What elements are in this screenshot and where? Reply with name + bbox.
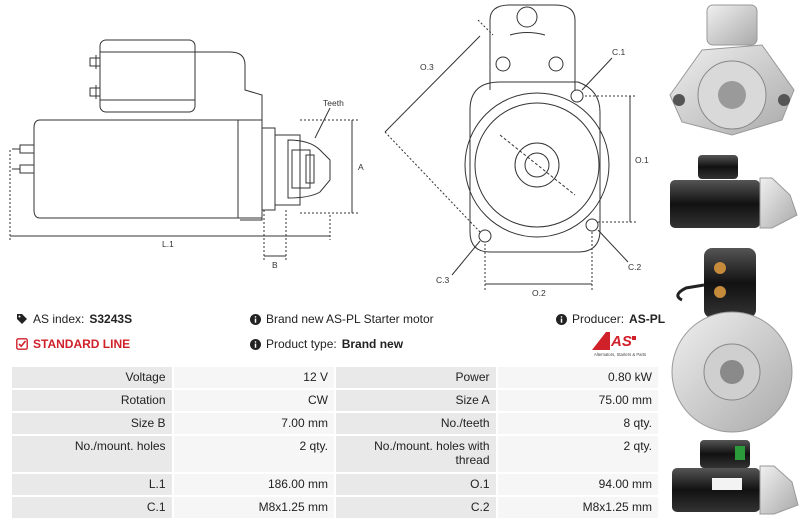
as-index-label: AS index: — [33, 312, 85, 326]
spec-label: No./mount. holes — [10, 434, 174, 474]
info-row-2: STANDARD LINE Product type: Brand new — [16, 337, 660, 355]
technical-drawing: Teeth A B L.1 O.1 O.2 O.3 C.1 C.2 C.3 — [9, 4, 649, 298]
spec-label: Size B — [10, 411, 174, 436]
description-text: Brand new AS-PL Starter motor — [266, 312, 434, 326]
spec-label: C.2 — [333, 495, 498, 520]
as-pl-logo: AS Alternators, Starters & Parts — [592, 332, 646, 357]
spec-label: Power — [333, 365, 498, 390]
label-o1: O.1 — [635, 155, 649, 165]
front-view — [384, 4, 636, 290]
logo-text: AS — [610, 333, 632, 350]
spec-value: 0.80 kW — [495, 365, 661, 390]
product-type-label: Product type: — [266, 337, 337, 351]
spec-label: Voltage — [10, 365, 174, 390]
description: Brand new AS-PL Starter motor — [250, 312, 434, 326]
info-icon — [250, 338, 261, 350]
standard-line: STANDARD LINE — [16, 337, 130, 351]
spec-label: O.1 — [333, 472, 498, 497]
spec-value: M8x1.25 mm — [495, 495, 661, 520]
info-icon — [556, 313, 567, 325]
label-o3: O.3 — [420, 62, 434, 72]
spec-value: 2 qty. — [495, 434, 661, 474]
label-c3: C.3 — [436, 275, 450, 285]
spec-value: 186.00 mm — [171, 472, 336, 497]
side-view — [9, 39, 360, 262]
producer-value: AS-PL — [629, 312, 666, 326]
label-o2: O.2 — [532, 288, 546, 298]
spec-value: 94.00 mm — [495, 472, 661, 497]
as-index: AS index: S3243S — [16, 312, 132, 326]
photo-front — [669, 4, 795, 136]
spec-value: M8x1.25 mm — [171, 495, 336, 520]
spec-label: No./teeth — [333, 411, 498, 436]
label-b: B — [272, 260, 278, 270]
photo-boxed — [672, 440, 799, 515]
spec-value: 7.00 mm — [171, 411, 336, 436]
spec-label: L.1 — [10, 472, 174, 497]
checkbox-icon — [16, 338, 28, 350]
as-index-value: S3243S — [89, 312, 133, 326]
spec-label: C.1 — [10, 495, 174, 520]
spec-value: 2 qty. — [171, 434, 336, 474]
photo-side — [670, 155, 798, 229]
label-c2: C.2 — [628, 262, 642, 272]
producer-label: Producer: — [572, 312, 625, 326]
spec-value: 8 qty. — [495, 411, 661, 436]
logo-tagline: Alternators, Starters & Parts — [594, 352, 646, 357]
spec-label: No./mount. holes with thread — [333, 434, 498, 474]
producer: Producer: AS-PL — [556, 312, 665, 326]
label-l1: L.1 — [162, 239, 174, 249]
product-type: Product type: Brand new — [250, 337, 403, 351]
spec-value: 12 V — [171, 365, 336, 390]
label-teeth: Teeth — [323, 98, 344, 108]
product-type-value: Brand new — [341, 337, 404, 351]
photo-rear — [671, 248, 793, 433]
standard-line-text: STANDARD LINE — [33, 337, 131, 351]
spec-value: 75.00 mm — [495, 388, 661, 413]
info-icon — [250, 313, 261, 325]
tag-icon — [17, 314, 27, 324]
label-c1: C.1 — [612, 47, 626, 57]
spec-label: Rotation — [10, 388, 174, 413]
spec-label: Size A — [333, 388, 498, 413]
label-a: A — [358, 162, 364, 172]
info-row-1: AS index: S3243S Brand new AS-PL Starter… — [16, 312, 665, 328]
spec-value: CW — [171, 388, 336, 413]
product-photos — [669, 4, 799, 515]
